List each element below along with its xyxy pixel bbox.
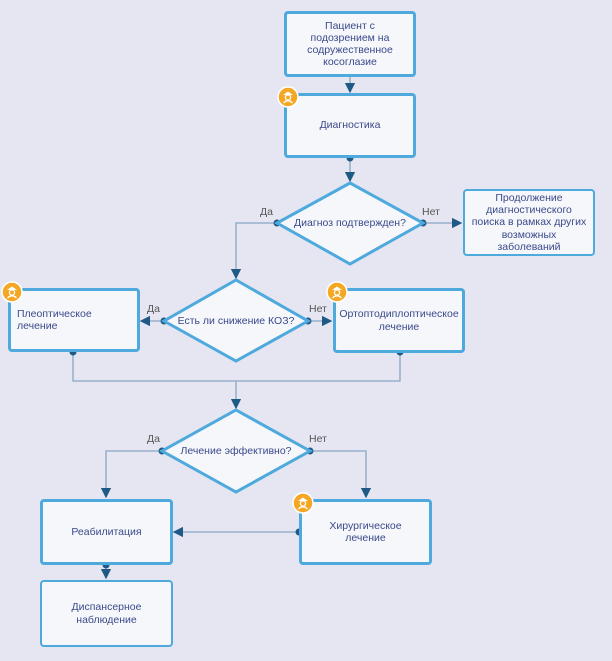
node-surgery[interactable]: Хирургическое лечение (299, 499, 432, 565)
decision3-shape (158, 408, 314, 494)
doctor-icon (1, 281, 23, 303)
decision1-shape (273, 181, 427, 266)
doctor-icon (277, 86, 299, 108)
node-diagnostics[interactable]: Диагностика (284, 93, 416, 158)
label-yes-decision2: Да (147, 303, 160, 315)
label-no-decision3: Нет (309, 433, 327, 445)
node-orthopto[interactable]: Ортоптодиплоптическое лечение (333, 288, 465, 353)
label-yes-decision1: Да (260, 206, 273, 218)
decision-treatment-effective[interactable]: Лечение эффективно? (180, 444, 292, 457)
decision-koz-decrease[interactable]: Есть ли снижение КОЗ? (177, 314, 295, 327)
label-no-decision2: Нет (309, 303, 327, 315)
doctor-icon (326, 281, 348, 303)
decision-diagnosis-confirmed[interactable]: Диагноз подтвержден? (294, 216, 406, 229)
doctor-icon (292, 492, 314, 514)
label-yes-decision3: Да (147, 433, 160, 445)
decision2-shape (160, 278, 312, 363)
node-patient[interactable]: Пациент с подозрением на содружественное… (284, 11, 416, 77)
node-rehab[interactable]: Реабилитация (40, 499, 173, 565)
edge-decision3-yes (100, 450, 162, 499)
node-pleoptic[interactable]: Плеоптическое лечение (8, 288, 140, 352)
edge-decision3-no (310, 450, 372, 499)
label-no-decision1: Нет (422, 206, 440, 218)
edge-decision1-yes (230, 222, 277, 280)
node-continue-search[interactable]: Продолжение диагностического поиска в ра… (463, 189, 595, 256)
node-dispensary[interactable]: Диспансерное наблюдение (40, 580, 173, 647)
